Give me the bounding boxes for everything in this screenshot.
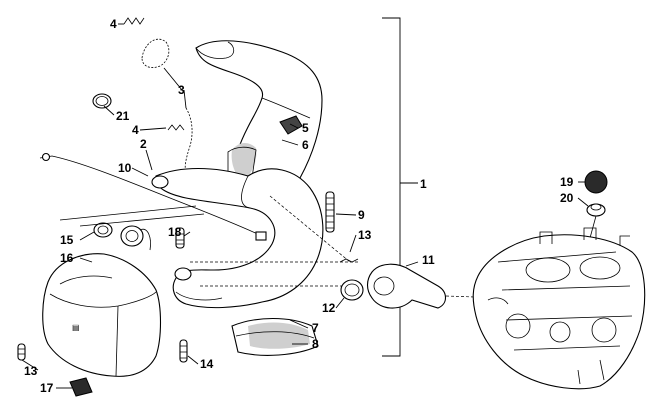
heat-shield-upper [195,40,323,198]
assembly-bracket [382,17,418,357]
callout-12: 12 [322,301,336,315]
callout-9: 9 [358,208,365,222]
callout-21: 21 [116,109,130,123]
svg-text:▤: ▤ [72,323,80,332]
callout-13: 13 [24,364,38,378]
heat-shield-lower [231,317,319,356]
dashed-guide-lines [59,205,205,227]
gasket-ring-icon [92,93,112,109]
callout-11: 11 [422,253,435,267]
callout-14: 14 [200,357,214,371]
cap-disc [584,170,608,194]
callout-18: 18 [168,225,182,239]
callout-7: 7 [312,321,319,335]
expansion-chamber [151,167,360,309]
spring-icon [325,191,335,233]
callout-4: 4 [110,17,117,31]
muffler-inlet-sleeve [120,225,151,251]
callout-20: 20 [560,191,574,205]
callout-13: 13 [358,228,372,242]
callout-10: 10 [118,161,132,175]
callout-6: 6 [302,138,309,152]
leader-lines [21,23,589,389]
mounting-bracket [69,377,93,397]
spring-icon [339,258,359,263]
gasket-ring-icon [93,222,113,238]
callout-5: 5 [302,121,309,135]
callout-16: 16 [60,251,74,265]
callout-3: 3 [178,83,185,97]
fitting-grommet [586,203,606,239]
callout-8: 8 [312,337,319,351]
engine-illustration [472,227,646,390]
spring-icon [179,339,188,363]
callout-19: 19 [560,175,574,189]
spring-icon [123,17,145,25]
callout-15: 15 [60,233,74,247]
muffler: ▤ [42,253,161,377]
callout-1: 1 [420,177,427,191]
spring-chain-lower [184,107,193,171]
callout-2: 2 [140,137,147,151]
gasket-ring-icon [340,279,364,301]
callout-17: 17 [40,381,54,395]
spring-icon [167,124,185,131]
spring-icon [175,227,185,249]
exhaust-cable [39,152,267,241]
spring-chain-upper [141,38,170,68]
callout-4: 4 [132,123,139,137]
spring-icon [17,343,26,361]
